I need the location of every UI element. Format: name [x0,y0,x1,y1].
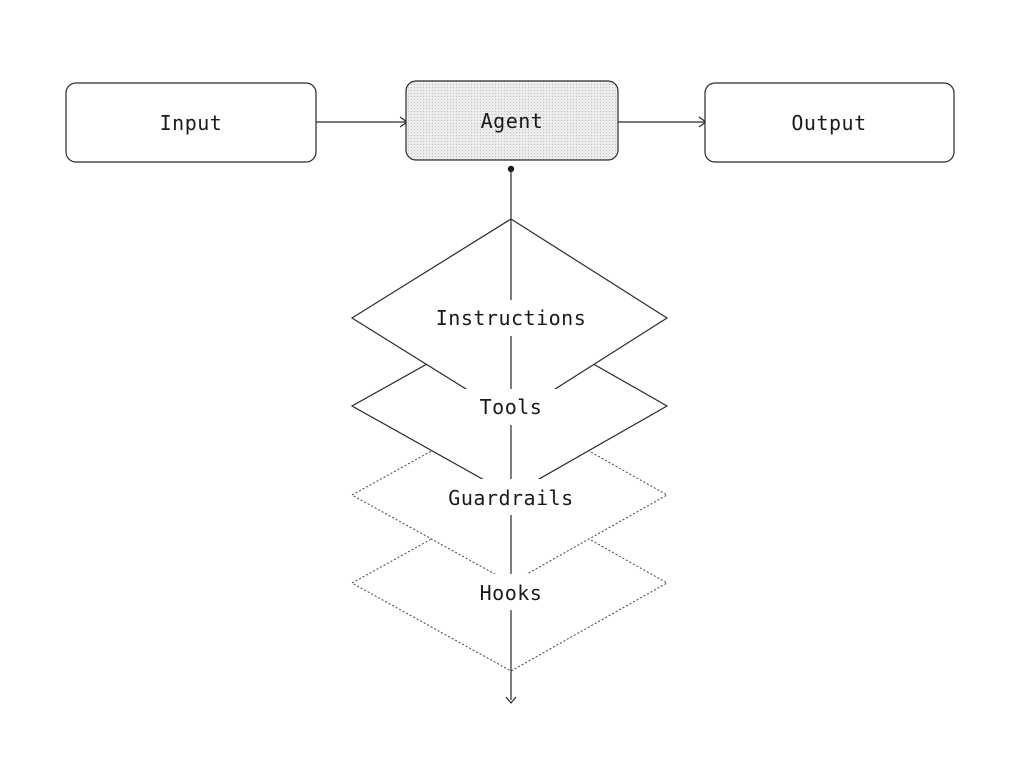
output-node-label: Output [791,111,866,135]
agent-node-box[interactable] [405,80,619,161]
agent-node[interactable]: Agent [405,80,619,161]
input-node-label: Input [160,111,223,135]
vertical-connector [505,165,517,704]
input-node-box[interactable] [65,82,317,163]
output-node-box[interactable] [704,82,955,163]
connector-arrowhead-down [505,696,517,704]
arrow-agent-to-output [618,116,708,128]
agent-node-label: Agent [481,109,544,133]
arrow-input-to-agent [316,116,409,128]
layer-label-guardrails: Guardrails [448,486,573,510]
tools-label-bg [462,389,560,425]
layer-label-tools: Tools [480,395,543,419]
guardrails-label-bg [436,479,586,515]
layer-label-instructions: Instructions [436,306,587,330]
output-node[interactable]: Output [704,82,955,163]
layer-label-hooks: Hooks [480,581,543,605]
instructions-label-bg [420,300,602,336]
input-node[interactable]: Input [65,82,317,163]
hooks-label-bg [466,574,556,610]
